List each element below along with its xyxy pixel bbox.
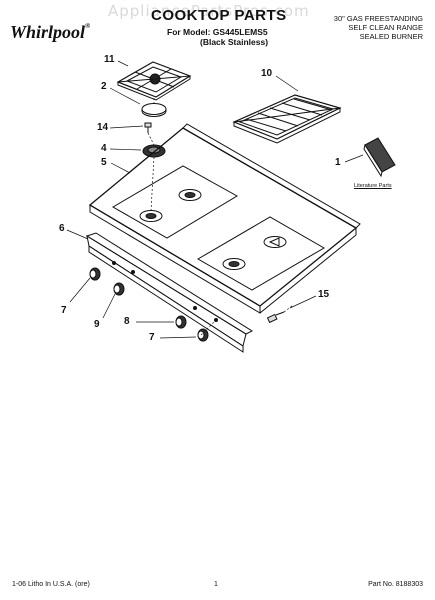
burner-grate [116, 61, 192, 101]
control-knob [89, 267, 101, 281]
cooktop-grate [232, 94, 342, 144]
callout-number: 11 [104, 54, 115, 65]
callout-number: 8 [124, 316, 130, 327]
callout-number: 5 [101, 157, 107, 168]
literature-parts [363, 137, 396, 178]
product-line-1: 30" GAS FREESTANDING [333, 14, 423, 23]
model-color: (Black Stainless) [200, 37, 269, 47]
control-panel [85, 232, 254, 353]
screw [144, 122, 152, 133]
footer-page-number: 1 [214, 581, 218, 588]
panel-screw [266, 311, 285, 324]
product-line-2: SELF CLEAN RANGE [348, 23, 423, 32]
callout-arrows [66, 60, 364, 339]
callout-number: 4 [101, 143, 107, 154]
leader-lines [147, 98, 293, 336]
callout-number: 7 [149, 332, 155, 343]
brand-logo: Whirlpool® [10, 22, 91, 42]
control-knob [113, 282, 125, 296]
footer-litho: 1-06 Litho In U.S.A. (ore) [12, 581, 90, 588]
watermark: AppliancePartsPros.com [108, 2, 310, 20]
burner-base [142, 144, 166, 158]
model-number: For Model: GS445LEMS5 [167, 27, 268, 37]
callout-number: 1 [335, 157, 341, 168]
burner-cap [141, 103, 167, 117]
control-knob [197, 328, 209, 342]
callout-number: 6 [59, 223, 65, 234]
callout-number: 10 [261, 68, 273, 79]
callout-number: 15 [318, 289, 330, 300]
callout-number: 2 [101, 81, 107, 92]
literature-parts-label: Literature Parts [354, 183, 392, 189]
footer-part-number: Part No. 8188303 [368, 581, 423, 588]
product-line-3: SEALED BURNER [359, 32, 423, 41]
callout-number: 9 [94, 319, 100, 330]
product-description: 30" GAS FREESTANDING SELF CLEAN RANGE SE… [334, 14, 423, 41]
page-title: COOKTOP PARTS [151, 7, 287, 24]
callout-number: 7 [61, 305, 67, 316]
callout-number: 14 [97, 122, 109, 133]
cooktop-panel [88, 123, 361, 314]
control-knob [175, 315, 187, 329]
